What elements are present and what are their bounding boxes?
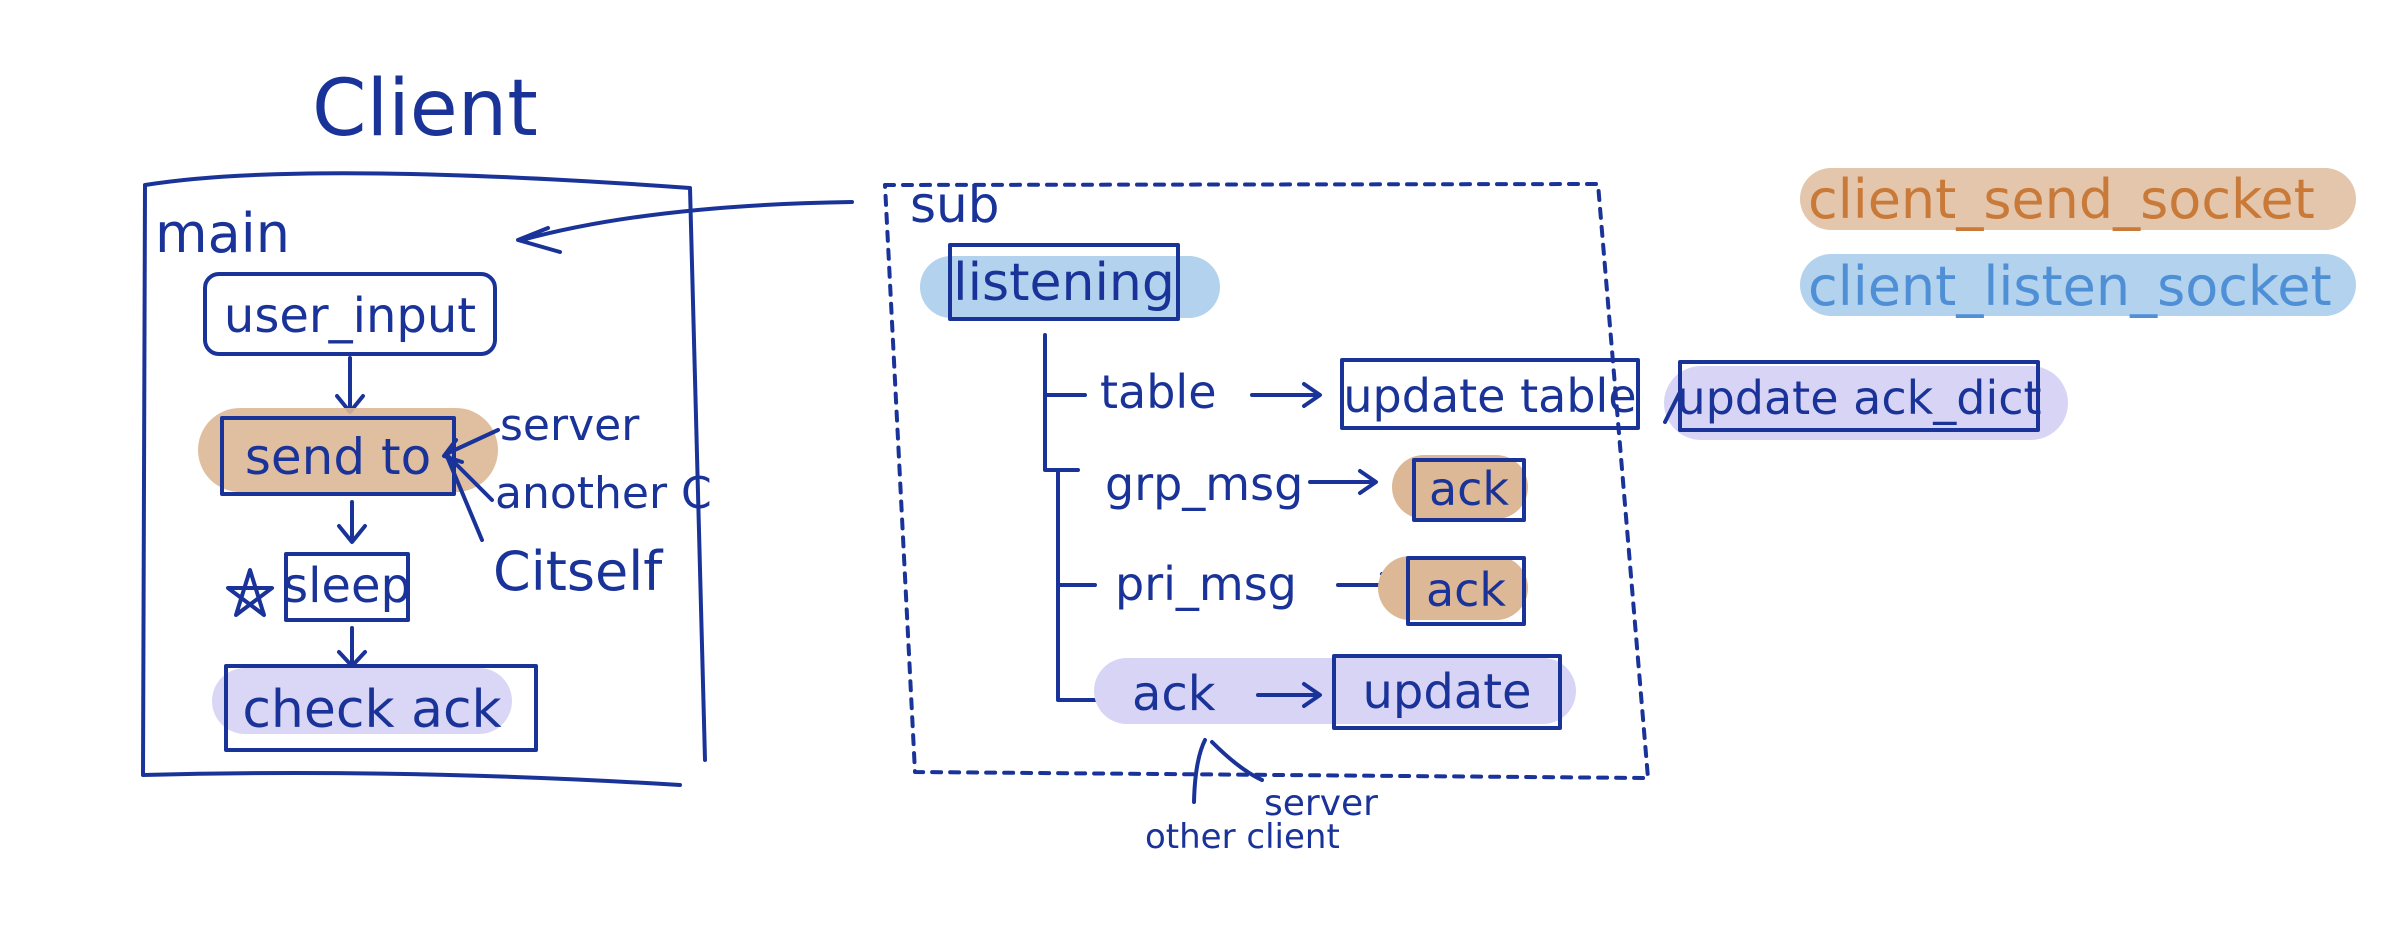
- send-to-node: send to: [198, 408, 498, 496]
- arrow-input-to-send: [335, 356, 365, 414]
- branch-table: table update table: [1100, 358, 1640, 430]
- check-ack-node: check ack: [212, 664, 538, 752]
- branch-grp-msg-action: ack: [1429, 462, 1509, 516]
- branch-grp-msg: grp_msg ack: [1105, 455, 1528, 522]
- arrow-ack: [1256, 682, 1322, 708]
- legend-send-swatch: [1800, 168, 2356, 230]
- arrow-table: [1250, 382, 1322, 408]
- grp-ack-highlight: [1392, 455, 1528, 519]
- ack-source-other-client: other client: [1145, 817, 1340, 857]
- branch-ack-action: update: [1362, 664, 1531, 720]
- listening-highlight: [920, 256, 1220, 318]
- sub-box-label: sub: [910, 176, 999, 234]
- target-server: server: [500, 400, 640, 451]
- send-to-label: send to: [245, 428, 431, 486]
- branch-pri-msg-action: ack: [1426, 563, 1506, 617]
- user-input-node: user_input: [203, 272, 497, 356]
- branch-ack-label: ack: [1132, 666, 1216, 722]
- arrow-targets: [442, 428, 500, 542]
- arrow-grp-msg: [1308, 469, 1378, 495]
- branch-ack: ack update: [1094, 654, 1576, 730]
- arrow-to-update-ack-dict: [1663, 390, 1682, 424]
- star-icon: [226, 568, 274, 617]
- update-ack-dict-node: update ack_dict: [1663, 360, 2068, 440]
- branch-table-action: update table: [1343, 369, 1636, 423]
- branch-pri-msg-label: pri_msg: [1115, 557, 1297, 611]
- main-box: main user_input send to server another C…: [141, 171, 712, 787]
- check-ack-label: check ack: [242, 680, 501, 740]
- listening-node: listening: [920, 243, 1220, 321]
- sub-box: sub listening table update table grp_msg…: [883, 176, 1650, 857]
- legend: client_send_socket client_listen_socket: [1800, 168, 2356, 318]
- pri-ack-highlight: [1378, 556, 1528, 620]
- update-ack-dict-highlight: [1664, 366, 2068, 440]
- branch-grp-msg-label: grp_msg: [1105, 457, 1303, 511]
- legend-send-label: client_send_socket: [1808, 168, 2315, 231]
- target-itself: Citself: [493, 540, 664, 603]
- arrow-sleep-to-check: [337, 626, 367, 668]
- sleep-label: sleep: [283, 558, 411, 614]
- ack-source-server: server: [1264, 783, 1378, 824]
- send-highlight: [198, 408, 498, 492]
- listening-label: listening: [953, 253, 1175, 313]
- legend-listen-label: client_listen_socket: [1808, 255, 2332, 318]
- ack-source-lines: [1192, 738, 1264, 804]
- update-ack-dict-label: update ack_dict: [1676, 371, 2041, 425]
- diagram-title: Client: [312, 64, 538, 154]
- arrow-send-to-sleep: [337, 500, 367, 544]
- arrow-sub-to-main: [516, 200, 854, 254]
- main-box-label: main: [155, 202, 290, 265]
- branch-trunk: [1043, 333, 1100, 702]
- target-another-client: another C: [495, 468, 712, 519]
- user-input-label: user_input: [224, 288, 476, 344]
- legend-listen-swatch: [1800, 254, 2356, 316]
- check-ack-highlight: [212, 668, 512, 734]
- branch-pri-msg: pri_msg ack: [1115, 556, 1528, 626]
- sleep-node: sleep: [226, 552, 411, 622]
- branch-table-label: table: [1100, 365, 1217, 419]
